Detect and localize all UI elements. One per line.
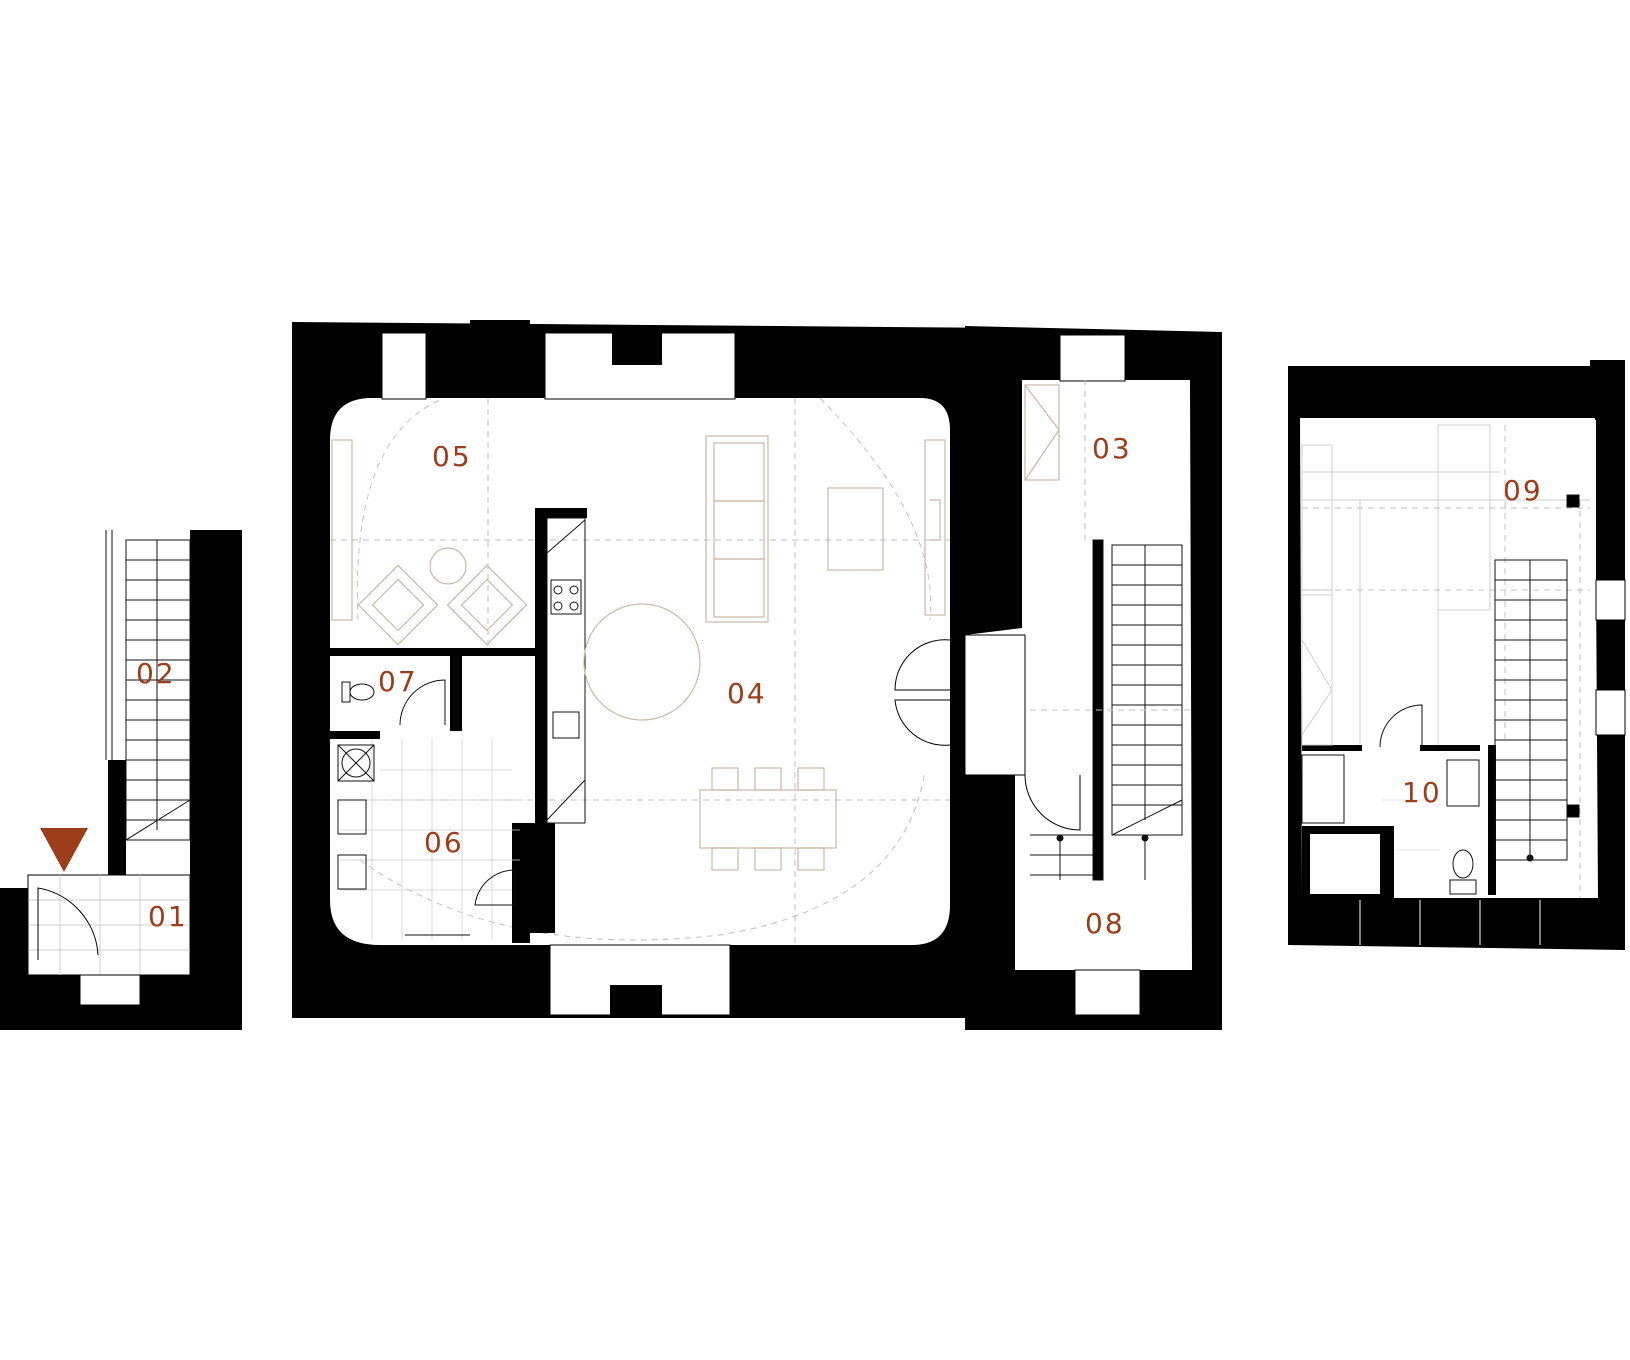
window [79,974,141,1006]
wall [1302,745,1362,751]
door-swing [37,887,99,960]
wall [1488,745,1496,895]
stair-upper [1494,494,1580,862]
window-mullion [612,333,662,365]
room-label-03: 03 [1092,432,1132,465]
cupboard [1024,384,1060,481]
wall [965,326,1222,1030]
wall [1420,745,1480,751]
dashed-guides [330,397,950,945]
right-block: 09 10 [1288,360,1626,950]
window-mullion [610,985,662,1018]
wall [190,530,242,1030]
floor [1310,834,1380,894]
stair-left [105,530,191,841]
bathroom-tiles [340,739,520,940]
floor [964,634,1026,776]
dashed-guides [1030,380,1190,711]
sanitary [1301,704,1480,895]
sanitary [337,679,516,936]
room-label-07: 07 [378,665,418,698]
room-label-01: 01 [148,900,188,933]
bathroom-tiles [1380,799,1440,851]
room-label-02: 02 [136,657,176,690]
wall [535,508,547,823]
wall [108,760,126,880]
room-label-04: 04 [727,677,767,710]
furniture [331,435,946,871]
window [381,332,427,400]
wall [512,823,530,943]
room-label-09: 09 [1503,474,1543,507]
room-label-05: 05 [432,440,472,473]
wall [292,322,1015,1018]
window [1074,969,1141,1016]
wall [470,320,530,340]
room-label-06: 06 [424,826,464,859]
window [1059,334,1126,382]
left-block [0,530,242,1030]
wall [535,508,587,518]
kitchen-counter [546,517,586,824]
stair-hall-block: 03 08 [964,326,1222,1030]
main-block: 05 04 07 06 [292,320,1015,1018]
wall [330,648,535,656]
room-label-08: 08 [1085,907,1125,940]
dashed-guides [1302,425,1590,898]
window [1595,689,1626,736]
window [1595,579,1626,621]
floor-tiles [28,875,190,975]
door-swing [1024,774,1081,831]
entrance-triangle-icon [40,828,88,872]
door-swing [894,639,951,746]
wall [330,731,380,739]
wall [1380,826,1394,898]
room-label-10: 10 [1402,776,1442,809]
wall [450,656,462,731]
furniture [1301,424,1590,746]
wall-joints [1359,900,1541,945]
